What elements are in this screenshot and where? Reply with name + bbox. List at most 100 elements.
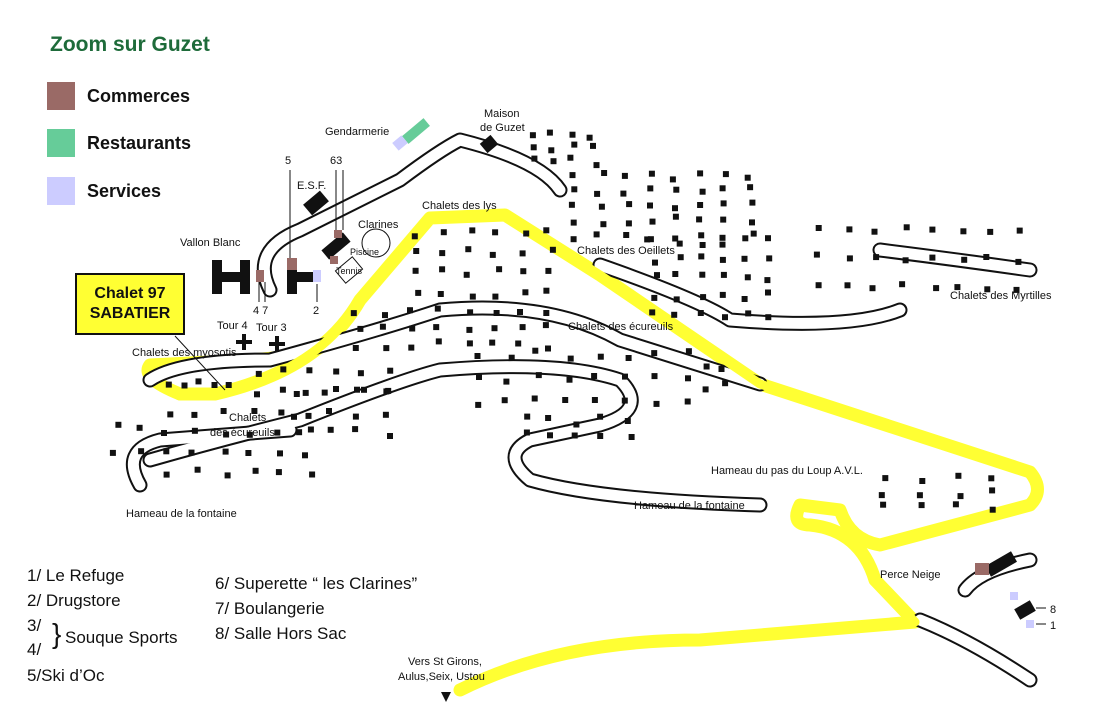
label-num8: 8 bbox=[1050, 604, 1056, 616]
chalet-square bbox=[903, 224, 910, 231]
label-maison-2: de Guzet bbox=[480, 122, 525, 134]
chalet-square bbox=[961, 256, 968, 263]
chalet-square bbox=[535, 372, 542, 379]
key-6: 6/ Superette “ les Clarines” bbox=[215, 574, 418, 593]
chalet-square bbox=[529, 132, 536, 139]
label-num5: 5 bbox=[285, 155, 291, 167]
label-hameau-fontaine-2: Hameau de la fontaine bbox=[634, 500, 745, 512]
chalet-square bbox=[255, 370, 262, 377]
chalet-square bbox=[744, 274, 751, 281]
chalet-square bbox=[493, 310, 500, 316]
chalet-square bbox=[669, 176, 676, 183]
chalet-square bbox=[109, 449, 116, 456]
chalet-square bbox=[550, 158, 557, 165]
chalet-square bbox=[531, 155, 538, 162]
chalet-square bbox=[542, 322, 549, 329]
chalet-square bbox=[621, 397, 628, 404]
chalet-square bbox=[385, 387, 392, 394]
chalet-square bbox=[278, 409, 285, 416]
chalet-square bbox=[984, 286, 991, 293]
chalet-square bbox=[496, 266, 503, 273]
chalet-square bbox=[413, 248, 420, 254]
chalet-square bbox=[625, 220, 632, 227]
chalet-square bbox=[305, 412, 312, 419]
chalet-square bbox=[719, 185, 726, 192]
chalet-square bbox=[522, 289, 529, 296]
chalet-square bbox=[983, 254, 990, 260]
label-esf: E.S.F. bbox=[297, 180, 326, 192]
chalet-square bbox=[649, 309, 656, 316]
chalet-square bbox=[570, 236, 577, 243]
chalet-square bbox=[601, 170, 608, 176]
vallon-blanc-building bbox=[212, 260, 313, 294]
legend-services: Services bbox=[47, 176, 161, 206]
chalet-square bbox=[409, 325, 416, 332]
tennis-court bbox=[334, 256, 364, 284]
perce-neige-building bbox=[985, 551, 1017, 577]
chalet-square bbox=[277, 450, 283, 457]
chalet-square bbox=[703, 363, 710, 370]
chalet-square bbox=[167, 411, 174, 418]
chalet-square bbox=[685, 375, 691, 382]
label-num47: 4 7 bbox=[253, 305, 268, 317]
key-8: 8/ Salle Hors Sac bbox=[215, 624, 347, 643]
chalet-square bbox=[624, 418, 631, 424]
label-tour4: Tour 4 bbox=[217, 320, 248, 332]
chalet-square bbox=[672, 235, 679, 242]
chalet-square bbox=[749, 199, 756, 206]
chalet-square bbox=[626, 201, 633, 208]
chalet-square bbox=[254, 391, 260, 398]
gendarmerie-restaurant bbox=[402, 118, 430, 144]
chalet-square bbox=[163, 471, 170, 478]
chalet-square bbox=[433, 324, 440, 331]
chalet-square bbox=[568, 201, 575, 208]
chalet-line-2: SABATIER bbox=[89, 305, 171, 322]
chalet-square bbox=[764, 277, 771, 284]
chalet-square bbox=[354, 386, 360, 393]
chalet-square bbox=[989, 487, 996, 494]
chalet-square bbox=[697, 310, 704, 316]
chalet-square bbox=[543, 227, 550, 234]
chalet-square bbox=[720, 200, 727, 207]
chalet-square bbox=[520, 268, 527, 275]
chalet-square bbox=[720, 271, 727, 278]
chalet-square bbox=[567, 154, 574, 161]
chalet-square bbox=[813, 251, 820, 258]
chalet-square bbox=[545, 345, 551, 352]
chalet-square bbox=[697, 202, 704, 208]
chalet-square bbox=[440, 229, 447, 236]
chalet-square bbox=[274, 429, 281, 436]
chalet-square bbox=[672, 213, 679, 220]
chalet-square bbox=[882, 475, 889, 482]
chalet-square bbox=[647, 185, 654, 192]
chalet-square bbox=[571, 141, 578, 148]
chalet-square bbox=[1013, 286, 1020, 293]
chalet-square bbox=[357, 370, 364, 377]
label-chalets-ecureuils-1: Chalets des écureuils bbox=[568, 321, 674, 333]
chalet-square bbox=[415, 289, 422, 296]
chalet-square bbox=[357, 325, 364, 332]
chalet-square bbox=[718, 366, 725, 372]
chalet-square bbox=[411, 233, 418, 240]
label-num1: 1 bbox=[1050, 620, 1056, 632]
chalet-square bbox=[309, 471, 316, 478]
chalet-square bbox=[245, 450, 252, 456]
chalet-square bbox=[466, 326, 473, 333]
chalet-square bbox=[352, 345, 359, 351]
chalet-square bbox=[597, 353, 604, 360]
chalet-square bbox=[722, 314, 728, 321]
key-2: 2/ Drugstore bbox=[27, 591, 121, 610]
chalet-square bbox=[489, 251, 496, 258]
label-chalets-ecureuils-2a: Chalets bbox=[229, 412, 267, 424]
chalet-square bbox=[987, 228, 994, 235]
chalet-square bbox=[387, 367, 394, 374]
label-vers-2: Aulus,Seix, Ustou bbox=[398, 671, 485, 683]
building-8 bbox=[1014, 600, 1036, 620]
chalet-line-1: Chalet 97 bbox=[94, 285, 166, 302]
chalet-square bbox=[163, 448, 170, 455]
chalet-square bbox=[844, 282, 851, 289]
label-num2: 2 bbox=[313, 305, 319, 317]
chalet-square bbox=[591, 397, 598, 403]
chalet-square bbox=[699, 271, 706, 278]
